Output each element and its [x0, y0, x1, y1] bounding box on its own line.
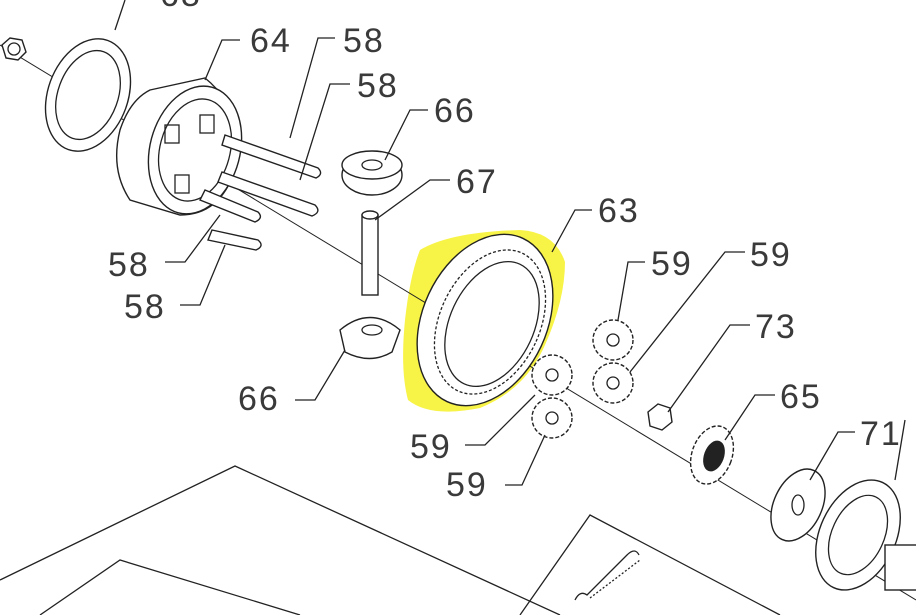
- callout-59: 59: [651, 245, 693, 283]
- bevel-gear-66-bottom: [339, 316, 401, 360]
- callout-59: 59: [446, 466, 488, 504]
- gear-65: [689, 425, 735, 485]
- washer-68: [44, 38, 132, 152]
- nut-part: [1, 37, 27, 61]
- callout-66: 66: [434, 92, 476, 130]
- nut-73: [647, 403, 673, 431]
- callout-73: 73: [755, 308, 797, 346]
- callout-66: 66: [238, 380, 280, 418]
- washers-71: [770, 468, 916, 591]
- leader-lines: [114, 0, 906, 486]
- callout-58: 58: [124, 288, 166, 326]
- ring-gear-63: [416, 233, 554, 407]
- bevel-gear-66-top: [341, 150, 403, 196]
- planet-gears-59: [531, 319, 634, 439]
- callout-59: 59: [410, 428, 452, 466]
- callout-64: 64: [250, 22, 292, 60]
- callout-63: 63: [598, 192, 640, 230]
- callout-58: 58: [108, 246, 150, 284]
- callout-58: 58: [343, 22, 385, 60]
- callout-68: 68: [160, 0, 202, 14]
- callout-67: 67: [456, 163, 498, 201]
- pins-58: [199, 134, 322, 251]
- shaft-67: [361, 210, 379, 296]
- callout-65: 65: [780, 378, 822, 416]
- housing-outline: [0, 465, 781, 615]
- callout-59: 59: [750, 236, 792, 274]
- callout-71: 71: [860, 415, 902, 453]
- callout-58: 58: [357, 67, 399, 105]
